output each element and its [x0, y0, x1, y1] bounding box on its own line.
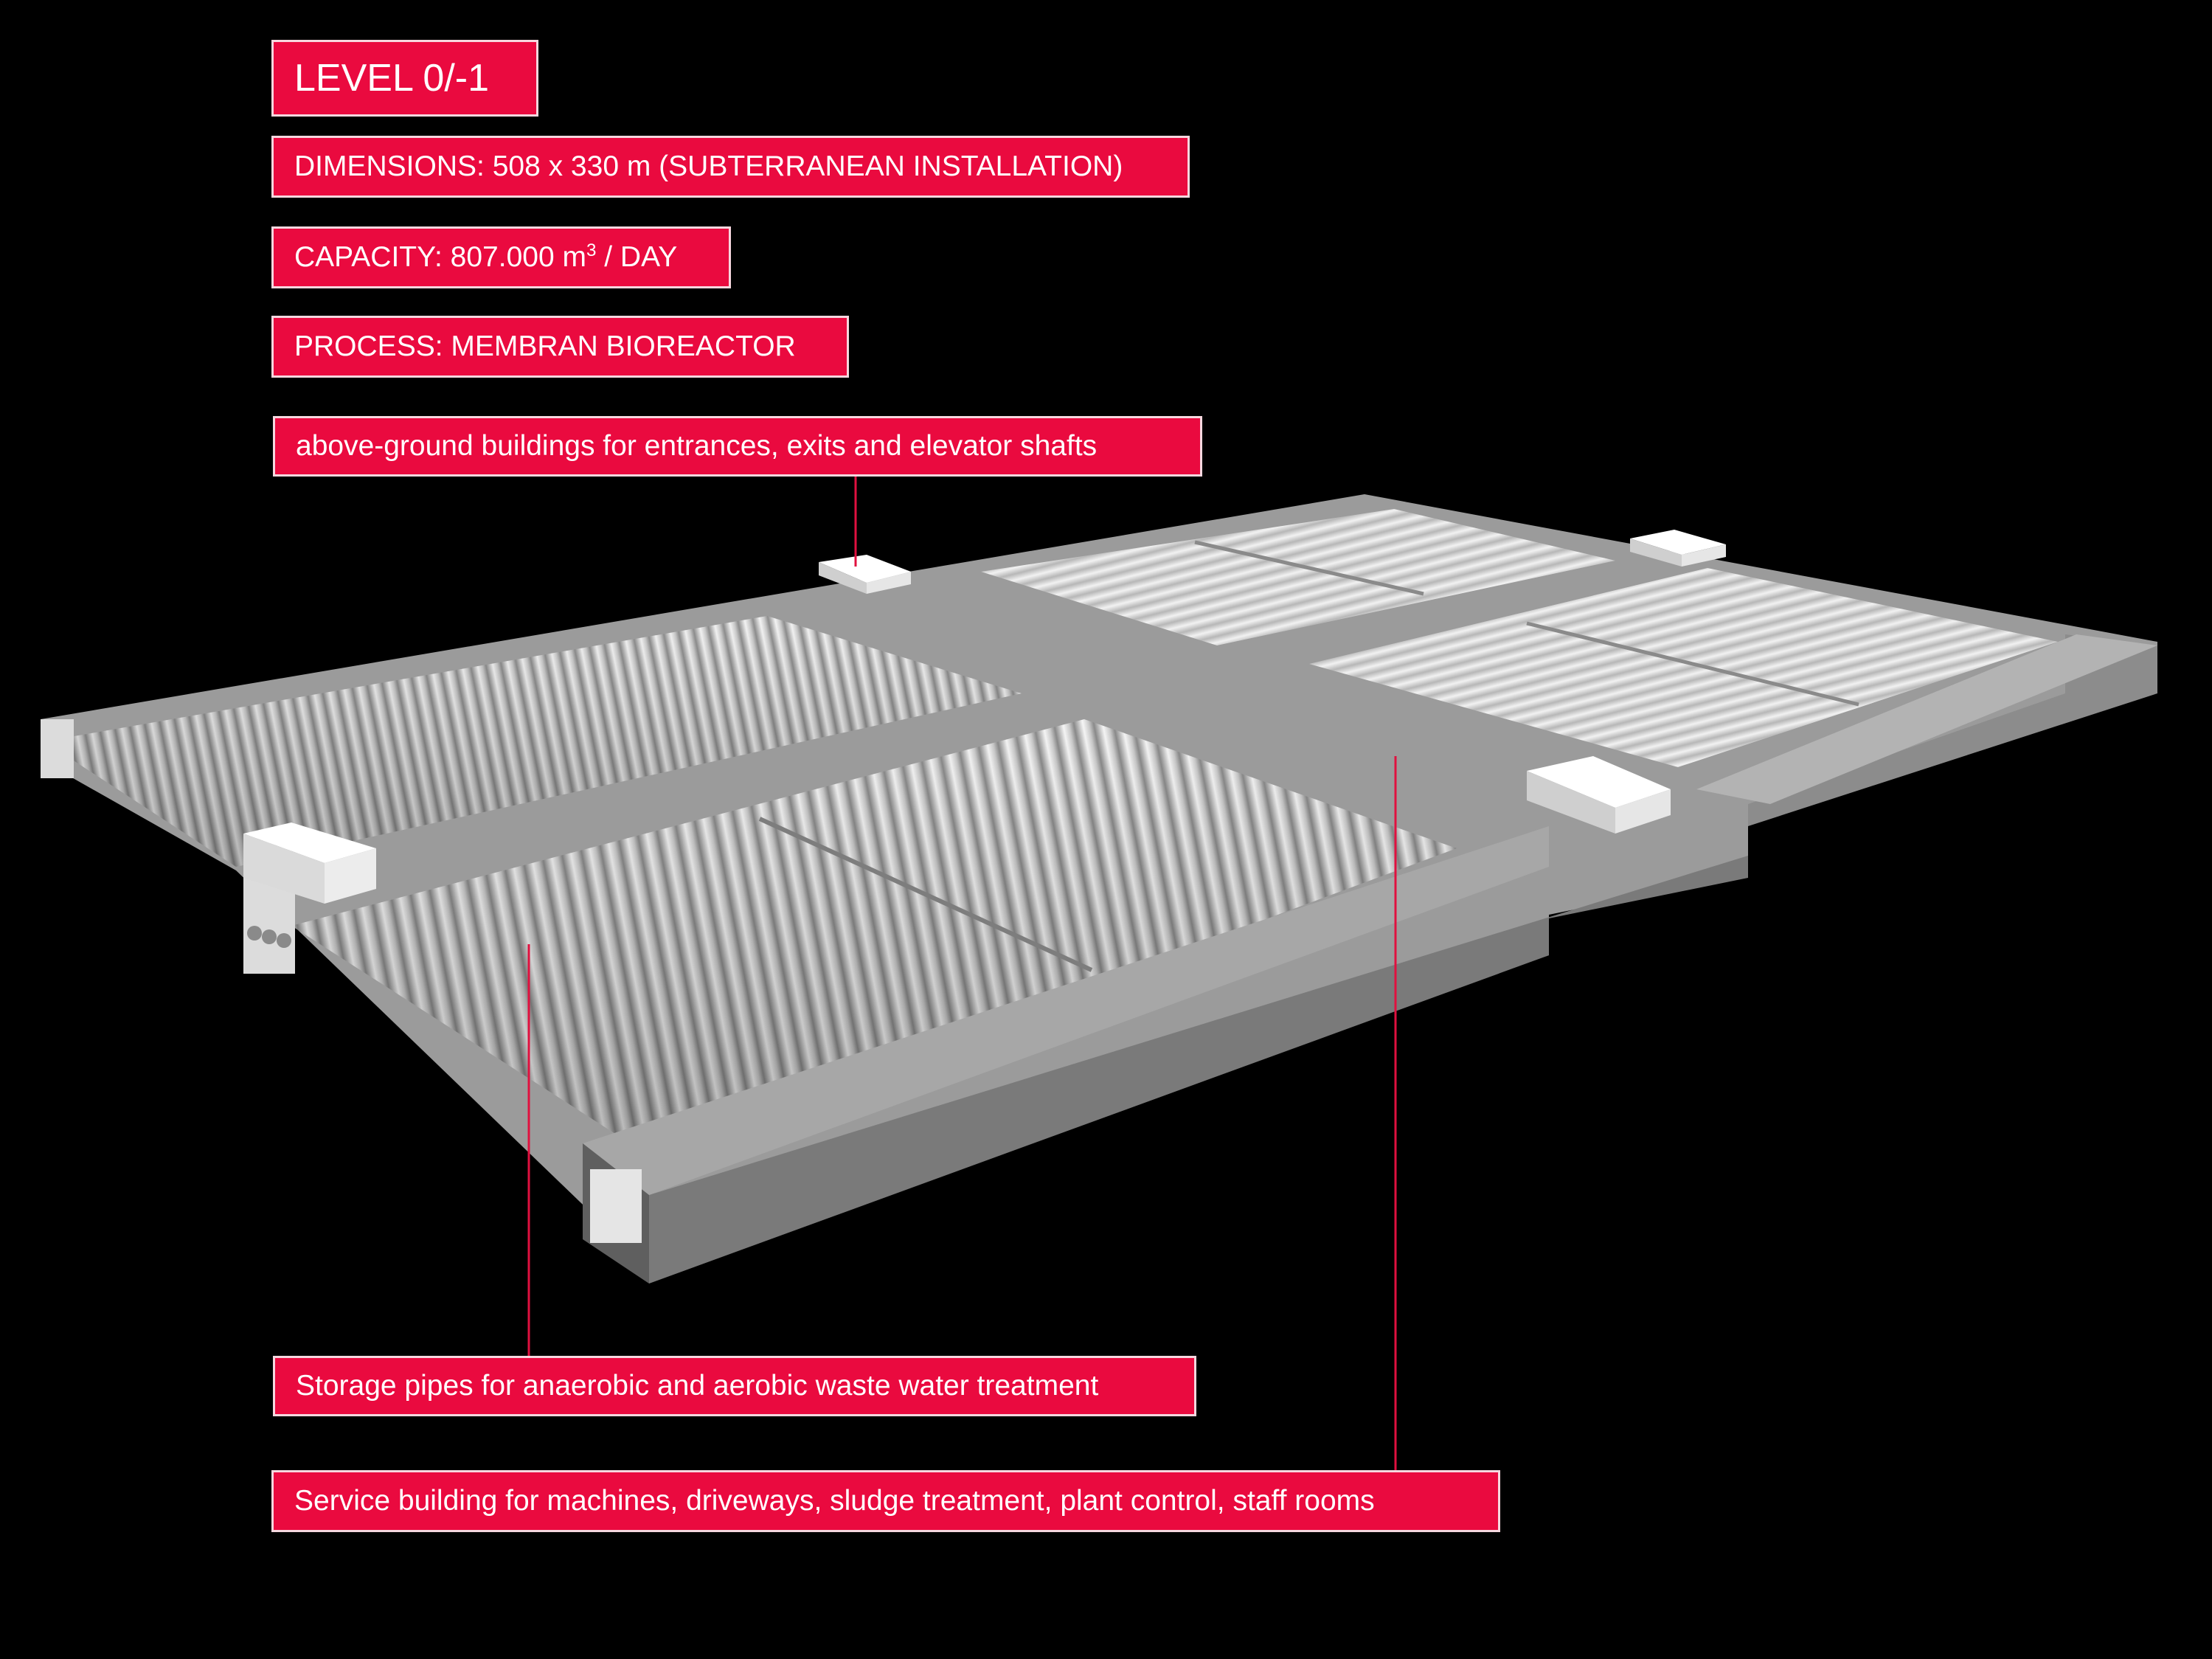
pipe-field-back-right	[981, 509, 1615, 645]
deck-right-end	[1748, 634, 2157, 826]
pipe-field-back-left	[44, 616, 1022, 867]
field-divider	[758, 817, 1093, 972]
service-callout: Service building for machines, driveways…	[271, 1470, 1500, 1532]
above-ground-building-2	[1630, 530, 1726, 567]
capacity-text: CAPACITY: 807.000 m3 / DAY	[294, 240, 678, 273]
front-beam	[583, 826, 1549, 1284]
level-title-text: LEVEL 0/-1	[294, 57, 490, 100]
deck-front-side	[649, 856, 1748, 1284]
dimensions-text: DIMENSIONS: 508 x 330 m (SUBTERRANEAN IN…	[294, 150, 1123, 182]
capacity-label: CAPACITY: 807.000 m3 / DAY	[271, 226, 731, 288]
right-beam	[1696, 634, 2157, 804]
dimensions-label: DIMENSIONS: 508 x 330 m (SUBTERRANEAN IN…	[271, 136, 1190, 198]
above-ground-building-1	[819, 555, 911, 594]
pipe-field-front-left	[291, 719, 1457, 1151]
buildings-callout: above-ground buildings for entrances, ex…	[273, 416, 1202, 477]
pipes-callout-text: Storage pipes for anaerobic and aerobic …	[296, 1370, 1099, 1402]
above-ground-building-4	[243, 822, 376, 904]
above-ground-building-3	[1527, 756, 1671, 834]
pipe-field-front-right	[1309, 568, 2058, 767]
service-callout-text: Service building for machines, driveways…	[294, 1485, 1375, 1517]
process-text: PROCESS: MEMBRAN BIOREACTOR	[294, 330, 796, 362]
level-title: LEVEL 0/-1	[271, 40, 538, 117]
pipes-callout: Storage pipes for anaerobic and aerobic …	[273, 1356, 1196, 1416]
process-label: PROCESS: MEMBRAN BIOREACTOR	[271, 316, 849, 378]
buildings-callout-text: above-ground buildings for entrances, ex…	[296, 430, 1098, 462]
